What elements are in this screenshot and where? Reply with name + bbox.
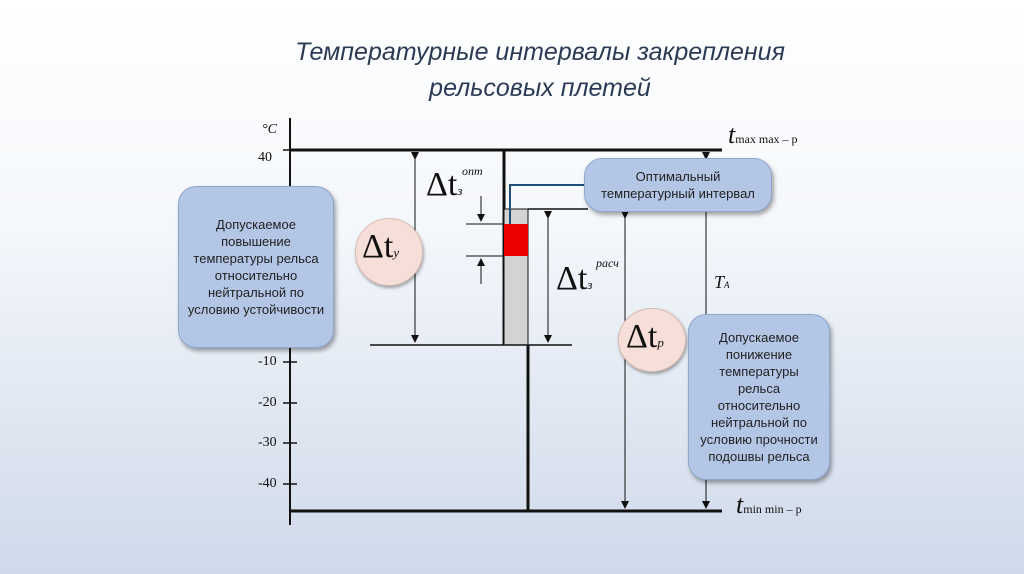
dt-z-opt-symbol: Δt xyxy=(426,166,458,203)
t-min-label: tmin min – p xyxy=(736,490,802,520)
dt-p-badge xyxy=(618,308,686,372)
optimal-leader-line xyxy=(509,184,590,224)
t-min-symbol: t xyxy=(736,490,744,519)
dt-y-symbol: Δt xyxy=(362,228,394,265)
optimal-band xyxy=(504,224,528,256)
t-max-label: tmax max – p xyxy=(728,120,798,150)
dt-p-subscript: p xyxy=(657,335,664,350)
callout-stability: Допускаемое повышение температуры рельса… xyxy=(178,186,334,348)
T-A-label: TA xyxy=(714,272,730,293)
dt-z-rasch-superscript: расч xyxy=(596,256,619,270)
axis-unit: °C xyxy=(262,122,277,137)
dt-p-symbol: Δt xyxy=(626,318,658,355)
T-A-subscript: A xyxy=(724,280,730,290)
dt-z-rasch-label: Δtз xyxy=(556,260,592,298)
dt-p-label: Δtp xyxy=(626,318,664,356)
dt-z-rasch-subscript: з xyxy=(587,277,593,292)
slide-title: Температурные интервалы закрепления рель… xyxy=(0,34,1024,106)
dt-z-rasch-symbol: Δt xyxy=(556,260,588,297)
t-max-subscript: max max – p xyxy=(735,132,798,146)
dt-z-opt-subscript: з xyxy=(457,183,463,198)
tick-minus-20: -20 xyxy=(258,395,277,410)
dt-y-subscript: y xyxy=(393,245,400,260)
tick-minus-40: -40 xyxy=(258,476,277,491)
title-line-2: рельсовых плетей xyxy=(429,74,651,102)
dt-y-label: Δty xyxy=(362,228,399,266)
title-line-1: Температурные интервалы закрепления xyxy=(295,38,785,66)
dt-z-opt-label: Δtз xyxy=(426,166,462,204)
tick-40: 40 xyxy=(258,150,272,165)
t-min-subscript: min min – p xyxy=(743,502,802,516)
t-max-symbol: t xyxy=(728,120,736,149)
tick-minus-10: -10 xyxy=(258,354,277,369)
T-A-symbol: T xyxy=(714,272,725,292)
tick-minus-30: -30 xyxy=(258,435,277,450)
dt-z-opt-superscript: опт xyxy=(462,164,483,178)
dt-y-badge xyxy=(355,218,423,286)
callout-strength: Допускаемое понижение температуры рельса… xyxy=(688,314,830,480)
callout-optimal-interval: Оптимальный температурный интервал xyxy=(584,158,772,212)
